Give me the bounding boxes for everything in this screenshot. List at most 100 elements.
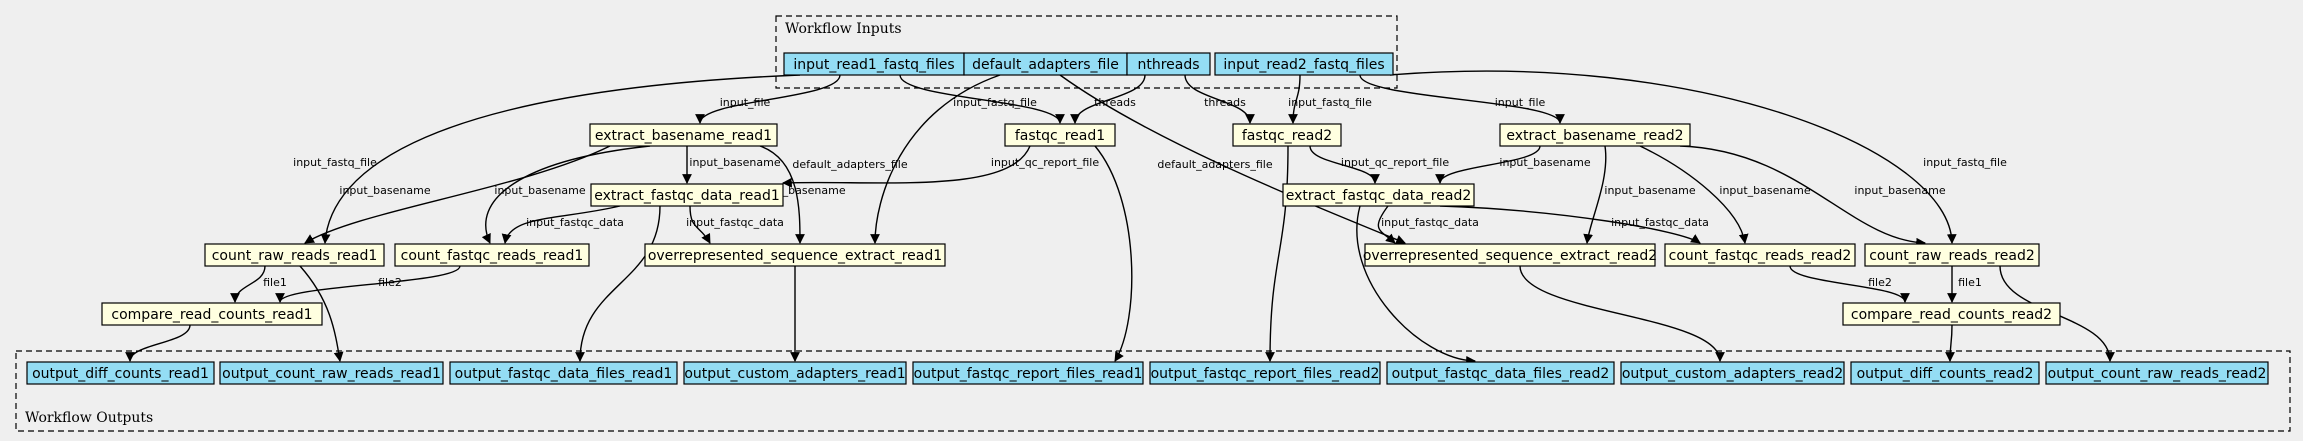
- node-label-compare-read-counts-read1: compare_read_counts_read1: [111, 307, 312, 323]
- edge-label-ext-data-r1-to-overrep-r1: input_fastqc_data: [686, 216, 784, 229]
- node-label-output-diff-counts-read2: output_diff_counts_read2: [1857, 366, 2034, 382]
- edge-ext-base-r2-to-count-fq-r2: [1639, 145, 1749, 244]
- edge-count-fq-r1-to-cmp-r1: [275, 265, 461, 303]
- node-count-fastqc-reads-read1[interactable]: count_fastqc_reads_read1: [394, 243, 590, 267]
- edge-label-in-r2-to-ext-base-r2: input_file: [1495, 96, 1546, 109]
- node-box-output-custom-adapters-read1: [683, 361, 907, 385]
- node-label-input-read2-fastq-files: input_read2_fastq_files: [1223, 57, 1384, 73]
- workflow-inputs-label: Workflow Inputs: [785, 21, 902, 37]
- edge-label-ext-base-r2-to-ext-data-r2: input_basename: [1499, 156, 1590, 169]
- edge-label-in-r1-to-count-raw-r1: input_fastq_file: [293, 156, 377, 169]
- node-box-compare-read-counts-read2: [1842, 302, 2061, 326]
- edge-label-in-adapters-to-overrep-r2: default_adapters_file: [1157, 158, 1272, 171]
- edge-in-r2-to-count-raw-r2: [1389, 70, 1957, 244]
- edge-ext-data-r2-to-out-data-r2: [1356, 205, 1476, 366]
- edge-labels-layer: input_file input_fastq_file input_fastq_fi…: [263, 96, 2007, 289]
- edge-ext-base-r1-to-count-fq-r1: [481, 145, 651, 244]
- edge-fastqc-r2-to-out-report-r2: [1265, 145, 1289, 362]
- edge-in-threads-to-fastqc-r1: [1070, 74, 1146, 124]
- node-compare-read-counts-read1[interactable]: compare_read_counts_read1: [101, 302, 323, 326]
- edge-label-in-r1-to-fastqc-r1: input_fastq_file: [953, 96, 1037, 109]
- node-count-raw-reads-read2[interactable]: count_raw_reads_read2: [1864, 243, 2040, 267]
- edge-label-ext-data-r2-to-overrep-r2: input_fastqc_data: [1381, 216, 1479, 229]
- node-label-nthreads: nthreads: [1137, 57, 1199, 73]
- edge-in-threads-to-fastqc-r2: [1184, 74, 1255, 124]
- edge-in-r1-to-ext-base-r1: [695, 74, 841, 124]
- node-label-overrepresented-sequence-extract-read2: overrepresented_sequence_extract_read2: [1363, 248, 1657, 264]
- edge-ext-data-r1-to-count-fq-r1: [501, 205, 621, 244]
- node-extract-basename-read2[interactable]: extract_basename_read2: [1499, 123, 1691, 147]
- edge-label-ext-base-r1-to-count-fq-r1: input_basename: [494, 184, 585, 197]
- edge-label-ext-base-r2-to-overrep-r2: input_basename: [1604, 184, 1695, 197]
- node-output-count-raw-reads-read1[interactable]: output_count_raw_reads_read1: [219, 361, 444, 385]
- node-label-extract-basename-read2: extract_basename_read2: [1506, 128, 1683, 144]
- node-fastqc-read1[interactable]: fastqc_read1: [1004, 123, 1116, 147]
- node-output-diff-counts-read2[interactable]: output_diff_counts_read2: [1850, 361, 2040, 385]
- node-box-overrepresented-sequence-extract-read2: [1364, 243, 1656, 267]
- node-count-raw-reads-read1[interactable]: count_raw_reads_read1: [204, 243, 385, 267]
- node-box-extract-basename-read1: [589, 123, 778, 147]
- edge-count-raw-r1-to-cmp-r1: [230, 265, 266, 303]
- node-box-output-fastqc-data-files-read1: [449, 361, 678, 385]
- edge-count-fq-r2-to-cmp-r2: [1789, 265, 1910, 303]
- edge-ext-base-r1-to-overrep-r1: [759, 145, 805, 244]
- node-box-output-count-raw-reads-read1: [219, 361, 444, 385]
- edge-label-fastqc-r2-to-ext-data-r2: input_qc_report_file: [1341, 156, 1449, 169]
- edge-in-adapters-to-overrep-r2: [1059, 74, 1406, 245]
- edge-cmp-r1-to-out-diff-r1: [125, 324, 191, 362]
- node-label-extract-fastqc-data-read1: extract_fastqc_data_read1: [594, 188, 780, 204]
- edges-layer: [125, 70, 2115, 366]
- node-label-output-custom-adapters-read2: output_custom_adapters_read2: [1622, 366, 1843, 382]
- node-extract-fastqc-data-read1[interactable]: extract_fastqc_data_read1: [590, 183, 784, 207]
- node-count-fastqc-reads-read2[interactable]: count_fastqc_reads_read2: [1664, 243, 1856, 267]
- node-fastqc-read2[interactable]: fastqc_read2: [1232, 123, 1342, 147]
- node-label-output-fastqc-report-files-read2: output_fastqc_report_files_read2: [1151, 366, 1380, 382]
- node-label-fastqc-read1: fastqc_read1: [1015, 128, 1105, 144]
- node-label-output-custom-adapters-read1: output_custom_adapters_read1: [684, 366, 905, 382]
- node-label-fastqc-read2: fastqc_read2: [1242, 128, 1332, 144]
- edge-fastqc-r1-to-out-report-r1: [1094, 145, 1133, 362]
- node-nthreads[interactable]: nthreads: [1126, 52, 1211, 76]
- node-label-count-fastqc-reads-read1: count_fastqc_reads_read1: [401, 248, 584, 264]
- node-output-count-raw-reads-read2[interactable]: output_count_raw_reads_read2: [2045, 361, 2269, 385]
- node-label-input-read1-fastq-files: input_read1_fastq_files: [793, 57, 954, 73]
- edge-overrep-r2-to-out-adapt-r2: [1519, 265, 1725, 362]
- node-label-output-fastqc-report-files-read1: output_fastqc_report_files_read1: [914, 366, 1143, 382]
- node-extract-fastqc-data-read2[interactable]: extract_fastqc_data_read2: [1282, 183, 1475, 207]
- node-output-fastqc-report-files-read2[interactable]: output_fastqc_report_files_read2: [1149, 361, 1381, 385]
- node-extract-basename-read1[interactable]: extract_basename_read1: [589, 123, 778, 147]
- node-label-default-adapters-file: default_adapters_file: [972, 57, 1119, 73]
- node-overrepresented-sequence-extract-read2[interactable]: overrepresented_sequence_extract_read2: [1363, 243, 1657, 267]
- node-box-fastqc-read2: [1232, 123, 1342, 147]
- node-label-output-fastqc-data-files-read1: output_fastqc_data_files_read1: [455, 366, 673, 382]
- node-box-count-fastqc-reads-read1: [394, 243, 590, 267]
- edge-label-in-threads-to-fastqc-r2: threads: [1204, 96, 1246, 109]
- edge-label-in-r1-to-ext-base-r1: input_file: [720, 96, 771, 109]
- node-label-overrepresented-sequence-extract-read1: overrepresented_sequence_extract_read1: [648, 248, 942, 264]
- node-output-fastqc-report-files-read1[interactable]: output_fastqc_report_files_read1: [912, 361, 1144, 385]
- node-input-read1-fastq-files[interactable]: input_read1_fastq_files: [783, 52, 965, 76]
- edge-ext-base-r2-to-overrep-r2: [1583, 145, 1607, 244]
- edge-label-in-r2-to-fastqc-r2: input_fastq_file: [1288, 96, 1372, 109]
- edge-ext-data-r1-to-out-data-r1: [575, 205, 661, 362]
- edge-ext-base-r2-to-count-raw-r2: [1679, 145, 1926, 248]
- node-input-read2-fastq-files[interactable]: input_read2_fastq_files: [1214, 52, 1394, 76]
- workflow-outputs-label: Workflow Outputs: [25, 410, 153, 426]
- node-output-custom-adapters-read2[interactable]: output_custom_adapters_read2: [1620, 361, 1845, 385]
- node-label-extract-fastqc-data-read2: extract_fastqc_data_read2: [1286, 188, 1472, 204]
- edge-label-ext-base-r2-to-count-fq-r2: input_basename: [1719, 184, 1810, 197]
- edge-in-r1-to-fastqc-r1: [899, 74, 1065, 124]
- node-box-extract-fastqc-data-read2: [1282, 183, 1475, 207]
- edge-label-ext-base-r2-to-count-raw-r2: input_basename: [1854, 184, 1945, 197]
- node-compare-read-counts-read2[interactable]: compare_read_counts_read2: [1842, 302, 2061, 326]
- node-output-fastqc-data-files-read2[interactable]: output_fastqc_data_files_read2: [1386, 361, 1615, 385]
- node-output-fastqc-data-files-read1[interactable]: output_fastqc_data_files_read1: [449, 361, 678, 385]
- edge-ext-data-r2-to-count-fq-r2: [1439, 205, 1701, 244]
- edge-label-count-fq-r1-to-cmp-r1: file2: [378, 276, 402, 289]
- workflow-inputs-cluster: Workflow Inputs: [775, 15, 1398, 89]
- node-output-custom-adapters-read1[interactable]: output_custom_adapters_read1: [683, 361, 907, 385]
- node-default-adapters-file[interactable]: default_adapters_file: [963, 52, 1128, 76]
- node-output-diff-counts-read1[interactable]: output_diff_counts_read1: [26, 361, 215, 385]
- node-overrepresented-sequence-extract-read1[interactable]: overrepresented_sequence_extract_read1: [644, 243, 946, 267]
